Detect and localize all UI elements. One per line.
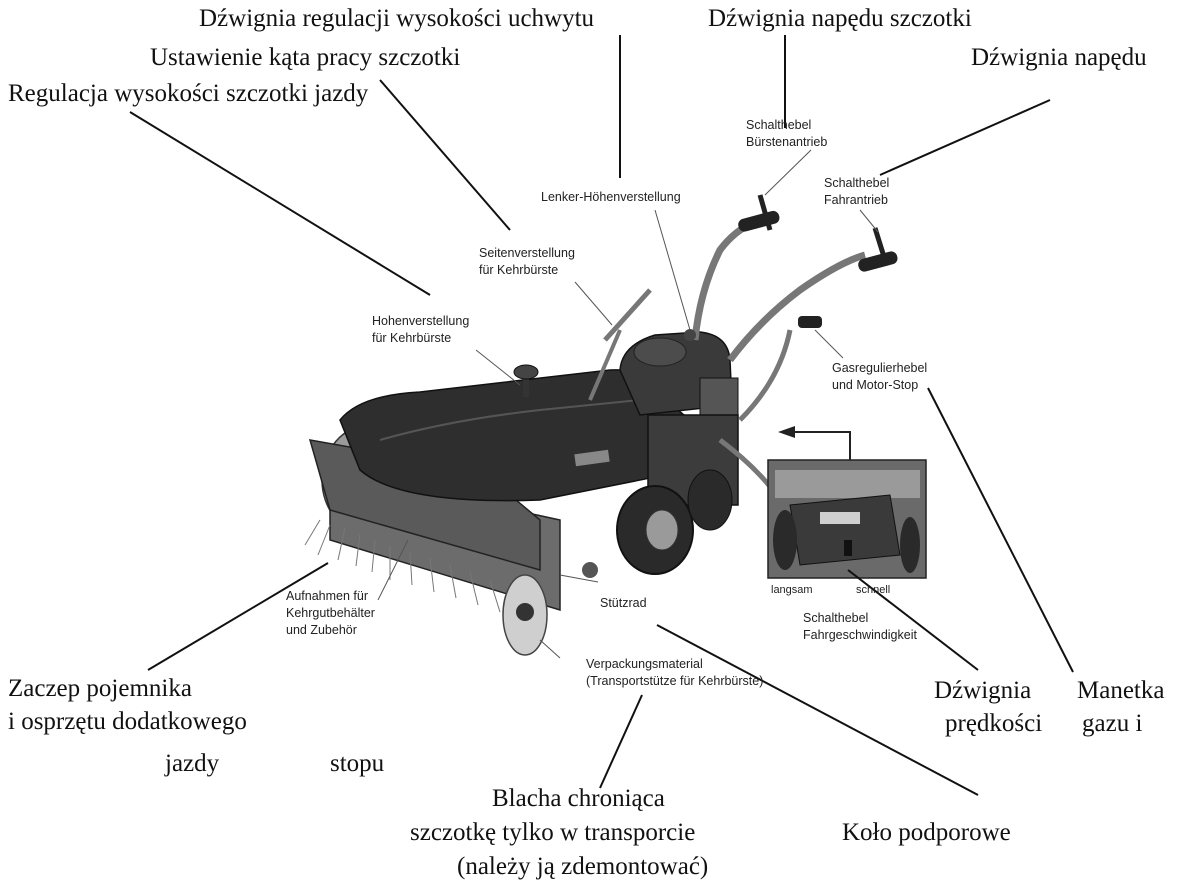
- label-pl-brush-angle: Ustawienie kąta pracy szczotki: [150, 44, 461, 71]
- label-pl-speed-lever-1: Dźwignia: [934, 677, 1032, 704]
- sweeper-machine: [304, 194, 898, 656]
- label-pl-drive-lever: Dźwignia napędu: [971, 44, 1147, 71]
- thin-leader-lines: [377, 149, 879, 659]
- label-de-handle-height: Lenker-Höhenverstellung: [541, 190, 681, 204]
- label-de-brush-drive-1: Schalthebel: [746, 118, 812, 132]
- label-pl-stop-word: stopu: [330, 750, 385, 777]
- label-de-brush-drive-2: Bürstenantrieb: [746, 135, 828, 149]
- label-de-speed-1: Schalthebel: [803, 611, 869, 625]
- label-pl-support-wheel: Koło podporowe: [842, 819, 1011, 846]
- label-pl-guard-3: (należy ją zdemontować): [457, 853, 709, 880]
- label-de-mounts-3: und Zubehör: [286, 623, 357, 637]
- label-pl-speed-lever-2: prędkości: [945, 710, 1043, 737]
- label-de-mounts-2: Kehrgutbehälter: [286, 606, 375, 620]
- label-de-side-adjust-2: für Kehrbürste: [479, 263, 559, 277]
- label-de-throttle-1: Gasregulierhebel: [832, 361, 928, 375]
- label-pl-brush-height: Regulacja wysokości szczotki jazdy: [8, 80, 369, 107]
- label-pl-throttle-1: Manetka: [1077, 677, 1165, 704]
- label-pl-container-hitch-2: i osprzętu dodatkowego: [8, 708, 247, 735]
- label-de-packing-1: Verpackungsmaterial: [586, 657, 703, 671]
- label-pl-guard-2: szczotkę tylko w transporcie: [410, 819, 696, 846]
- label-pl-container-hitch-3: jazdy: [165, 750, 220, 777]
- label-de-fast: schnell: [856, 584, 891, 596]
- label-de-height-adjust-1: Hohenverstellung: [372, 314, 470, 328]
- label-de-side-adjust-1: Seitenverstellung: [479, 246, 575, 260]
- leader-lines: [129, 35, 1074, 796]
- label-pl-brush-drive-lever: Dźwignia napędu szczotki: [708, 5, 972, 32]
- label-de-drive-1: Schalthebel: [824, 176, 890, 190]
- label-de-speed-2: Fahrgeschwindigkeit: [803, 628, 917, 642]
- label-de-drive-2: Fahrantrieb: [824, 193, 888, 207]
- label-de-slow: langsam: [771, 584, 813, 596]
- label-de-support-wheel: Stützrad: [600, 596, 647, 610]
- label-de-throttle-2: und Motor-Stop: [832, 378, 919, 392]
- label-pl-container-hitch-1: Zaczep pojemnika: [8, 675, 192, 702]
- label-de-packing-2: (Transportstütze für Kehrbürste): [586, 674, 764, 688]
- speed-lever-inset-photo: [767, 459, 927, 579]
- label-de-height-adjust-2: für Kehrbürste: [372, 331, 452, 345]
- label-de-mounts-1: Aufnahmen für: [286, 589, 368, 603]
- label-pl-throttle-2: gazu i: [1082, 710, 1143, 737]
- label-pl-handle-height-lever: Dźwignia regulacji wysokości uchwytu: [199, 5, 595, 32]
- label-pl-guard-1: Blacha chroniąca: [492, 785, 665, 812]
